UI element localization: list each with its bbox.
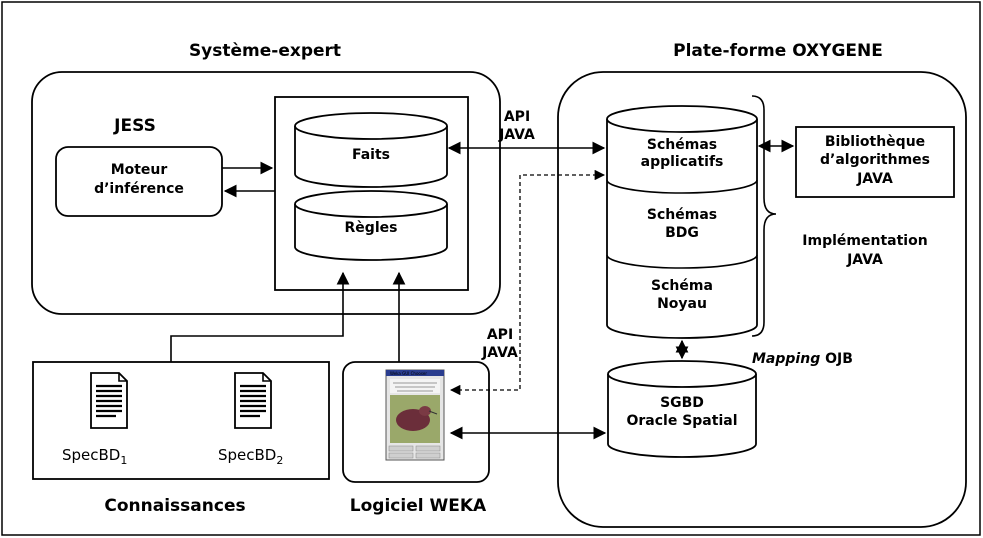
- weka-window-thumbnail: Weka GUI Chooser: [385, 369, 445, 461]
- schemas-bdg-label-1: Schémas: [647, 207, 717, 223]
- schema-core-label-2: Noyau: [657, 296, 707, 312]
- implementation-brace: [751, 95, 777, 337]
- mapping-ojb-label: Mapping OJB: [752, 351, 853, 367]
- document-icon-1: [90, 372, 128, 429]
- facts-cylinder: [294, 112, 448, 188]
- document-icon-2: [234, 372, 272, 429]
- schemas-cylinder: [606, 105, 758, 339]
- knowledge-box: [32, 361, 330, 480]
- inference-engine-label-1: Moteur: [111, 162, 168, 178]
- library-label-3: JAVA: [856, 171, 893, 187]
- implementation-label-1: Implémentation: [802, 233, 927, 249]
- jess-label: JESS: [113, 116, 156, 136]
- schema-core-label-1: Schéma: [651, 278, 713, 294]
- schemas-bdg-label-2: BDG: [665, 225, 699, 241]
- algorithm-library-box: [795, 126, 955, 198]
- inference-engine-label-2: d’inférence: [94, 181, 184, 197]
- api-java-top-label-2: JAVA: [498, 127, 535, 143]
- knowledge-to-rules-arrow: [170, 271, 350, 362]
- weka-schemas-dashed-arrow: [449, 169, 606, 396]
- facts-label: Faits: [352, 147, 390, 163]
- rules-label: Règles: [345, 220, 398, 236]
- rules-cylinder: [294, 190, 448, 261]
- knowledge-title: Connaissances: [104, 496, 245, 516]
- sgbd-cylinder: [607, 360, 757, 458]
- sgbd-label-2: Oracle Spatial: [626, 413, 737, 429]
- schemas-app-label-1: Schémas: [647, 137, 717, 153]
- spec-doc-1-label: SpecBD1: [62, 446, 127, 467]
- api-java-mid-label-1: API: [487, 327, 513, 343]
- weka-title: Logiciel WEKA: [350, 496, 487, 516]
- weka-window-title: Weka GUI Chooser: [390, 371, 427, 376]
- api-java-top-label-1: API: [504, 109, 530, 125]
- platform-title: Plate-forme OXYGENE: [673, 41, 883, 61]
- api-java-mid-label-2: JAVA: [481, 345, 518, 361]
- library-label-2: d’algorithmes: [820, 152, 930, 168]
- library-label-1: Bibliothèque: [825, 134, 925, 150]
- expert-system-title: Système-expert: [189, 41, 341, 61]
- spec-doc-2-label: SpecBD2: [218, 446, 283, 467]
- implementation-label-2: JAVA: [846, 252, 883, 268]
- inference-engine-box: [55, 146, 223, 217]
- schemas-app-label-2: applicatifs: [641, 154, 724, 170]
- sgbd-label-1: SGBD: [660, 395, 704, 411]
